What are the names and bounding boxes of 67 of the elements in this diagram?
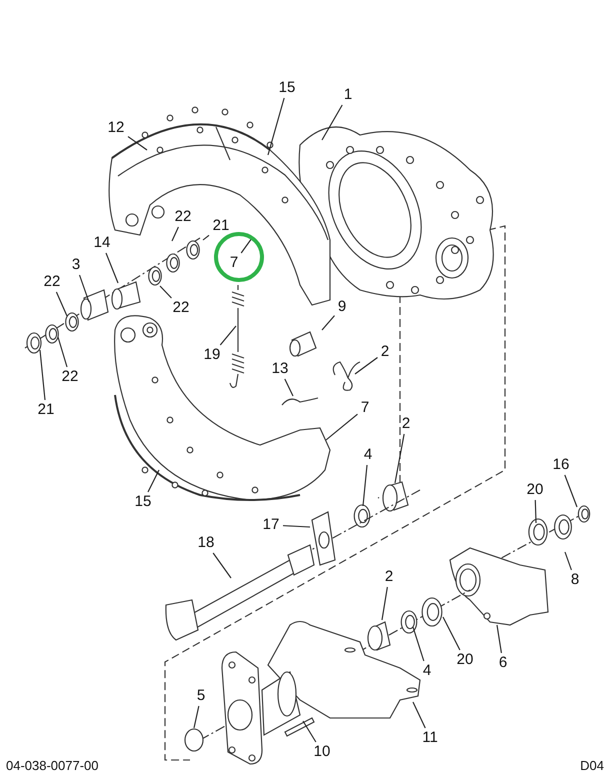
callout-number: 18	[198, 535, 214, 551]
leader-line	[172, 226, 179, 242]
leader-line	[57, 336, 68, 368]
leader-line	[564, 552, 572, 570]
callout-number: 2	[380, 344, 390, 360]
leader-line	[212, 552, 232, 578]
leader-line	[267, 98, 285, 156]
callout-number: 22	[44, 274, 60, 290]
leader-line	[148, 470, 160, 492]
leader-line	[39, 350, 46, 400]
callout-number: 14	[94, 235, 110, 251]
leader-line	[284, 378, 294, 396]
highlight-circle	[214, 232, 264, 282]
callout-number: 22	[62, 369, 78, 385]
leader-line	[534, 500, 537, 524]
callout-number: 20	[526, 482, 544, 498]
callout-number: 3	[72, 257, 80, 273]
leader-line	[160, 286, 172, 298]
leader-line	[193, 706, 200, 728]
callout-number: 7	[360, 400, 370, 416]
leader-line	[105, 252, 119, 284]
leader-line	[326, 414, 358, 440]
callout-number: 6	[498, 655, 508, 671]
leader-line	[302, 720, 316, 742]
leader-line	[220, 326, 236, 346]
callout-number: 15	[278, 80, 296, 96]
callout-number: 8	[570, 572, 580, 588]
leader-line	[412, 702, 426, 728]
callout-number: 2	[402, 416, 410, 432]
callout-number: 7	[230, 255, 238, 271]
callout-number: 1	[344, 87, 352, 103]
callout-number: 20	[456, 652, 474, 668]
callout-number: 21	[212, 218, 230, 234]
leader-line	[381, 586, 388, 620]
leader-line	[79, 274, 90, 302]
leader-line	[412, 626, 424, 662]
leader-line	[128, 136, 148, 150]
leader-line	[442, 616, 460, 650]
callout-number: 4	[364, 447, 372, 463]
drawing-code: D04	[580, 758, 604, 773]
leader-line	[322, 315, 335, 330]
leader-line	[496, 624, 502, 654]
callout-number: 13	[272, 361, 288, 377]
callout-number: 15	[134, 494, 152, 510]
callout-number: 10	[314, 744, 330, 760]
leader-line	[394, 434, 405, 484]
leader-line	[282, 525, 310, 528]
leader-line	[354, 357, 378, 374]
leader-line	[362, 464, 368, 506]
leader-line	[202, 234, 210, 240]
callout-number: 11	[422, 730, 438, 746]
callout-number: 22	[174, 209, 192, 225]
callout-number: 2	[384, 569, 394, 585]
callout-number: 5	[196, 688, 206, 704]
leader-line	[322, 104, 343, 140]
callout-number: 12	[108, 120, 124, 136]
callout-number: 4	[422, 663, 432, 679]
leader-line	[564, 474, 578, 508]
drawing-code: 04-038-0077-00	[6, 758, 99, 773]
callout-number: 9	[338, 299, 346, 315]
callout-number: 21	[38, 402, 54, 418]
leader-line	[240, 238, 252, 254]
callout-number: 16	[552, 457, 570, 473]
callout-number: 22	[172, 300, 190, 316]
callout-number: 19	[204, 347, 220, 363]
callout-number: 17	[262, 517, 280, 533]
leader-line	[56, 292, 68, 316]
